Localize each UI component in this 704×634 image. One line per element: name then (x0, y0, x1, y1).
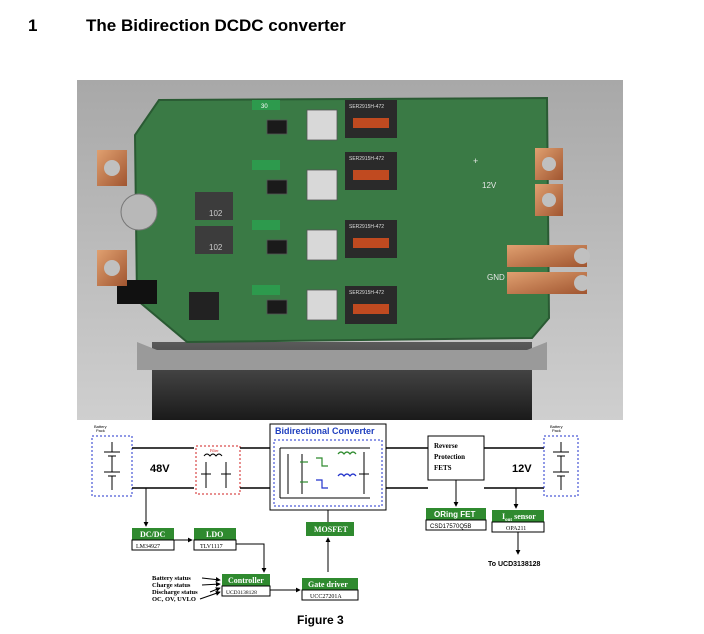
gate-driver-part: UCC27201A (310, 594, 342, 600)
inductor-label-4: SER2915H-472 (349, 290, 384, 296)
figure-caption: Figure 3 (297, 613, 344, 627)
filter-label: Filter (210, 448, 219, 453)
dcdc-title: DC/DC (140, 530, 166, 539)
oring-part: CSD17570Q5B (430, 524, 471, 530)
filter-block: Filter (195, 445, 241, 495)
battery-label-right-2: Pack (552, 428, 561, 433)
left-terminals (97, 150, 127, 286)
section-title: The Bidirection DCDC converter (86, 16, 346, 35)
mosfet-block: MOSFET (306, 522, 354, 536)
inductor-label-3: SER2915H-472 (349, 224, 384, 230)
ldo-part: TLV1117 (200, 544, 223, 550)
terminal-plus-label: + (473, 156, 478, 166)
controller-chip (189, 292, 219, 320)
dcdc-part: LM34927 (136, 544, 160, 550)
cap-label-1: 102 (209, 209, 223, 218)
mosfet-title: MOSFET (314, 525, 348, 534)
to-ucd-label: To UCD3138128 (488, 561, 541, 568)
ldo-title: LDO (206, 530, 223, 539)
converter-title: Bidirectional Converter (275, 426, 375, 436)
block-diagram: Battery Pack 48V Filter Bidirectional Co… (91, 423, 579, 603)
insulation-sheet (137, 342, 547, 370)
controller-part: UCD3138128 (226, 590, 257, 596)
fet-heatsinks (266, 109, 338, 321)
terminal-gnd-label: GND (487, 273, 505, 282)
ldo-block: LDO TLV1117 (193, 528, 237, 551)
fet-label-1: 30 (261, 104, 268, 110)
gate-driver-block: Gate driver UCC27201A (301, 578, 359, 601)
battery-label-right-1: Battery (550, 424, 563, 429)
section-number: 1 (28, 16, 38, 35)
oring-title: ORing FET (434, 510, 475, 519)
pcb-board (133, 96, 551, 344)
rp-line-2: Protection (434, 453, 465, 461)
rp-line-1: Reverse (434, 442, 458, 450)
right-terminals: 12V + GND (473, 148, 590, 294)
status-discharge: Discharge status (152, 589, 198, 596)
rp-line-3: FETS (434, 464, 452, 472)
status-battery: Battery status (152, 575, 191, 582)
voltage-48v: 48V (150, 463, 170, 475)
reverse-protection-block: Reverse Protection FETS (427, 435, 485, 481)
oring-fet-block: ORing FET CSD17570Q5B (425, 508, 487, 531)
fet-connectors: 30 (252, 100, 280, 295)
voltage-12v: 12V (512, 463, 532, 475)
isensor-part: OPA211 (506, 526, 526, 532)
status-charge: Charge status (152, 582, 191, 589)
battery-label-left-2: Pack (96, 428, 105, 433)
terminal-12v-label: 12V (482, 181, 497, 190)
arrow-ldo-to-controller (236, 543, 267, 573)
isensor-title: Iout sensor (502, 512, 536, 523)
battery-pack-right: Battery Pack (543, 424, 579, 497)
current-sensor-block: Iout sensor OPA211 (491, 510, 545, 533)
gate-driver-title: Gate driver (308, 580, 348, 589)
dcdc-block: DC/DC LM34927 (131, 528, 175, 551)
battery-label-left-1: Battery (94, 424, 107, 429)
inductor-label-1: SER2915H-472 (349, 104, 384, 110)
status-faults: OC, OV, UVLO (152, 596, 196, 603)
input-capacitors: 102 102 (120, 192, 233, 254)
board-photo: SER2915H-472 SER2915H-472 SER2915H-472 S… (77, 80, 623, 420)
controller-title: Controller (228, 576, 264, 585)
status-signals: Battery status Charge status Discharge s… (152, 575, 221, 603)
bidirectional-converter: Bidirectional Converter (269, 423, 387, 511)
cap-label-2: 102 (209, 243, 223, 252)
inductor-column: SER2915H-472 SER2915H-472 SER2915H-472 S… (345, 100, 397, 324)
controller-block: Controller UCD3138128 (221, 574, 271, 597)
inductor-label-2: SER2915H-472 (349, 156, 384, 162)
battery-pack-left: Battery Pack (91, 424, 133, 497)
